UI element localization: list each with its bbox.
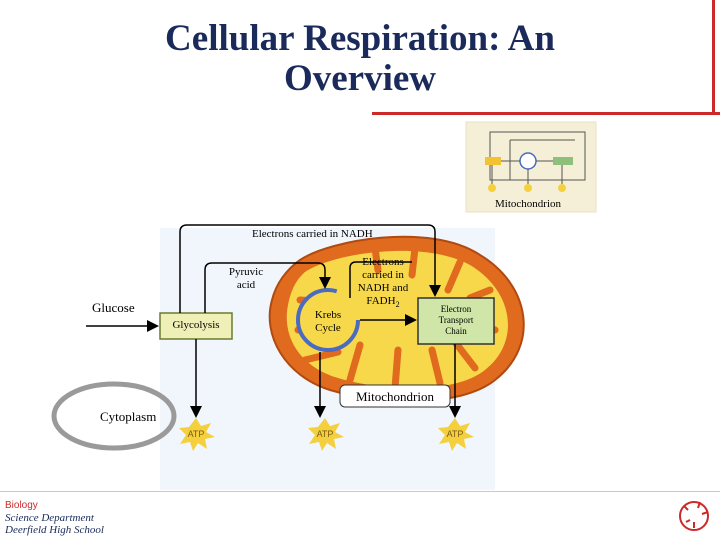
atp-star-2 [308,418,344,451]
glucose-label: Glucose [92,300,135,315]
footer-subject: Biology [5,500,38,511]
atp-label-1: ATP [187,429,205,439]
footer-department: Science Department [5,512,94,524]
krebs-line1: Krebs [314,309,342,321]
mitochondrion-label: Mitochondrion [356,389,434,404]
footer-school: Deerfield High School [5,524,104,536]
school-logo [679,501,709,531]
title-accent-horizontal [372,112,720,115]
page-title-line1: Cellular Respiration: An [165,18,555,59]
atp-label-2: ATP [316,429,334,439]
flow-arrows [86,224,461,418]
inset-label: Mitochondrion [495,198,561,210]
inset-box-yellow [485,157,501,165]
krebs-cycle-label: Krebs Cycle [304,309,352,335]
krebs-cycle-ring [296,288,360,352]
pyruvic-acid-line1: Pyruvic [228,266,264,278]
cytoplasm-oval [51,381,177,451]
fadh-subscript: 2 [395,300,400,310]
electrons-nadh-label: Electrons carried in NADH [252,228,373,240]
mitochondrion-label-box [339,384,451,408]
nadh-fadh2-line4: FADH2 [352,295,414,311]
cytoplasm-label: Cytoplasm [100,409,157,424]
etc-label: Electron Transport Chain [418,304,494,337]
etc-line1: Electron [440,304,472,314]
inset-circle [519,152,537,170]
inset-atp-3 [558,184,566,192]
etc-line2: Transport [438,315,474,325]
inset-thumbnail [465,121,597,213]
glycolysis-box [159,312,233,340]
glycolysis-label: Glycolysis [172,319,220,331]
etc-line3: Chain [445,326,467,336]
inset-atp-2 [524,184,532,192]
nadh-fadh2-line2: carried in [362,269,404,281]
inset-box-green [553,157,573,165]
electrons-nadh-fadh2-label: Electrons carried in NADH and FADH2 [352,256,414,311]
title-accent-vertical [712,0,715,112]
nadh-fadh2-line3: NADH and [357,282,409,294]
krebs-line2: Cycle [315,322,341,334]
etc-box [417,297,495,345]
page-title-line2: Overview [283,58,437,99]
pyruvic-acid-label: Pyruvic acid [226,266,266,292]
pyruvic-acid-line2: acid [236,279,256,291]
atp-star-1 [179,418,215,451]
atp-star-3 [438,418,474,451]
fadh-text: FADH [366,295,396,307]
nadh-fadh2-line1: Electrons [362,256,404,268]
footer-divider [0,491,720,492]
atp-label-3: ATP [446,429,464,439]
inset-atp-1 [488,184,496,192]
